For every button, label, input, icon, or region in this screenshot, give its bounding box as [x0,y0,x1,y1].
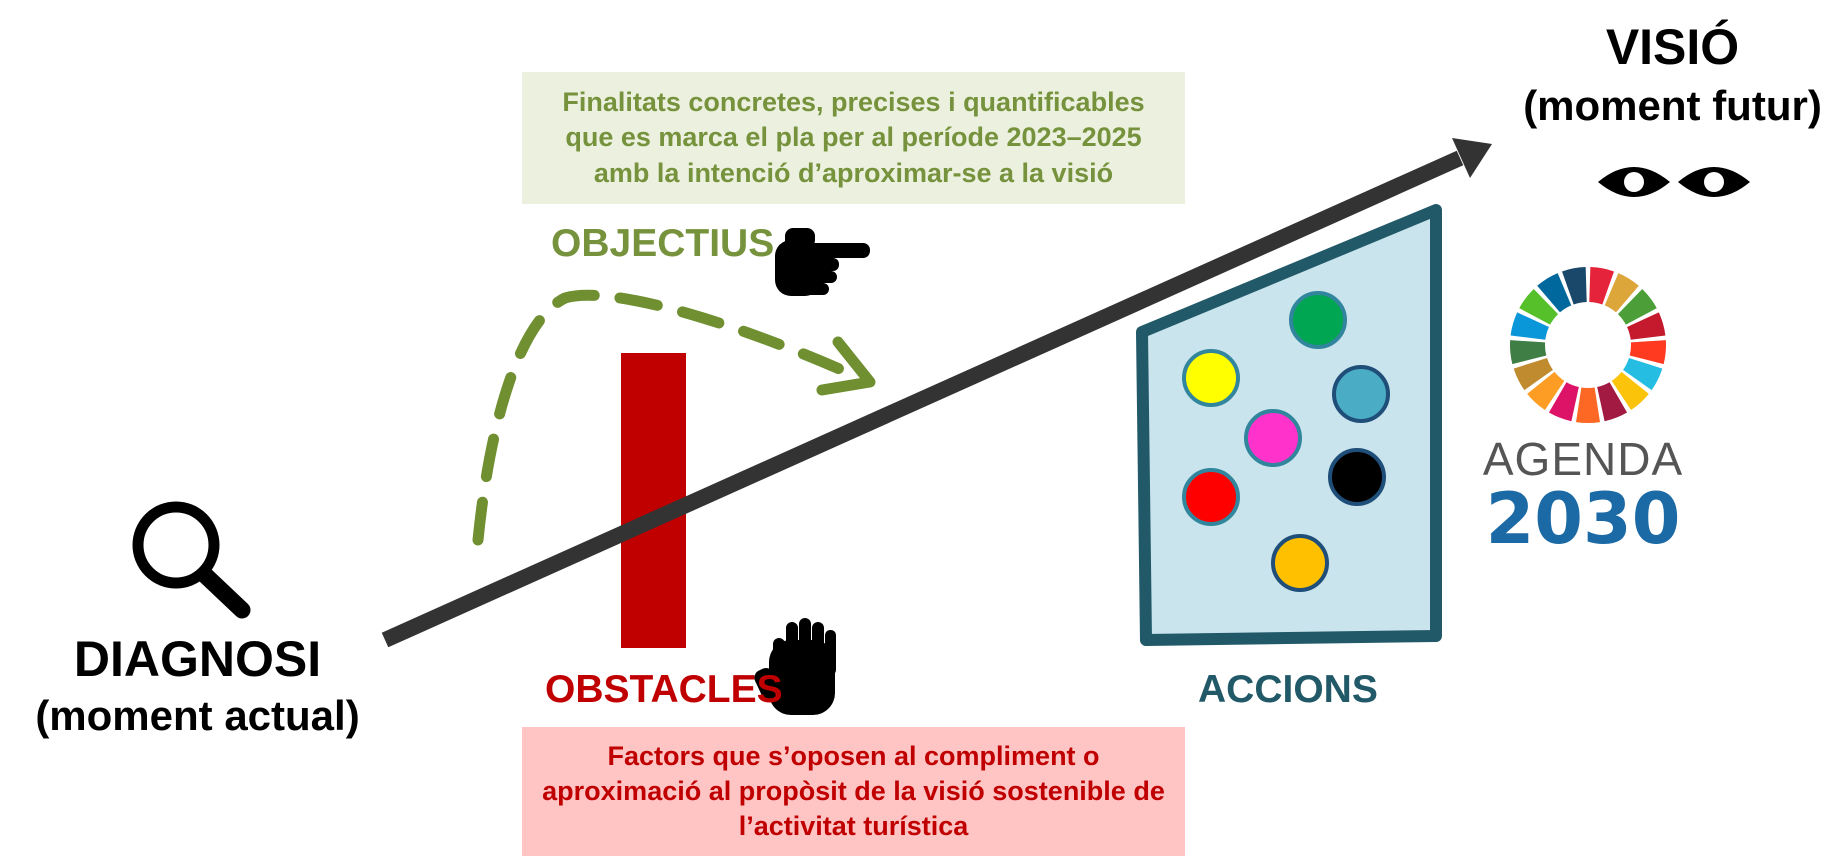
action-dot-yellow [1182,349,1240,407]
action-dot-orange [1271,534,1329,592]
sdg-wheel-segment [1589,267,1614,305]
obstacles-description: Factors que s’oposen al compliment o apr… [522,727,1185,856]
sdg-wheel-segment [1629,340,1666,365]
sdg-wheel-segment [1627,312,1666,340]
obstacles-label: OBSTACLES [545,668,783,711]
sdg-wheel-segment [1527,371,1565,411]
agenda-year: 2030 [1485,478,1681,560]
objectius-description: Finalitats concretes, precises i quantif… [522,72,1185,204]
visio-subtitle: (moment futur) [1523,82,1822,129]
accions-label: ACCIONS [1198,668,1378,711]
sdg-wheel-segment [1617,288,1657,325]
objectius-label: OBJECTIUS [551,222,775,265]
sdg-wheel-segment [1575,387,1601,424]
main-arrow [381,138,1492,648]
sdg-wheel-segment [1519,288,1559,325]
sdg-wheel-segment [1537,273,1572,313]
stop-hand-icon [754,618,836,715]
sdg-wheel-segment [1510,340,1547,365]
action-dot-red [1182,468,1240,526]
action-dot-blue [1332,365,1390,423]
sdg-wheel-segment [1548,382,1579,422]
sdg-wheel-segment [1510,312,1549,340]
dashed-green-arrow [472,289,876,546]
obstacle-bar [621,353,686,648]
action-dot-black [1328,448,1386,506]
sdg-wheel-segment [1604,273,1639,313]
diagnosi-subtitle: (moment actual) [35,692,360,739]
sdg-wheel-segment [1597,382,1628,422]
eye-icon [1678,167,1750,197]
pointing-hand-icon [775,228,870,296]
diagnosi-title: DIAGNOSI [73,631,322,687]
action-dot-pink [1244,409,1302,467]
action-dots [1182,291,1390,592]
sdg-wheel-icon [1510,267,1666,424]
action-dot-green [1289,291,1347,349]
sdg-wheel-segment [1513,358,1553,391]
eye-icon [1598,167,1670,197]
agenda-word: AGENDA [1482,433,1684,485]
magnifier-icon [132,501,251,619]
sdg-wheel-segment [1562,267,1587,305]
sdg-wheel-segment [1611,371,1649,411]
visio-title: VISIÓ [1605,19,1740,75]
sdg-wheel-segment [1623,358,1663,391]
